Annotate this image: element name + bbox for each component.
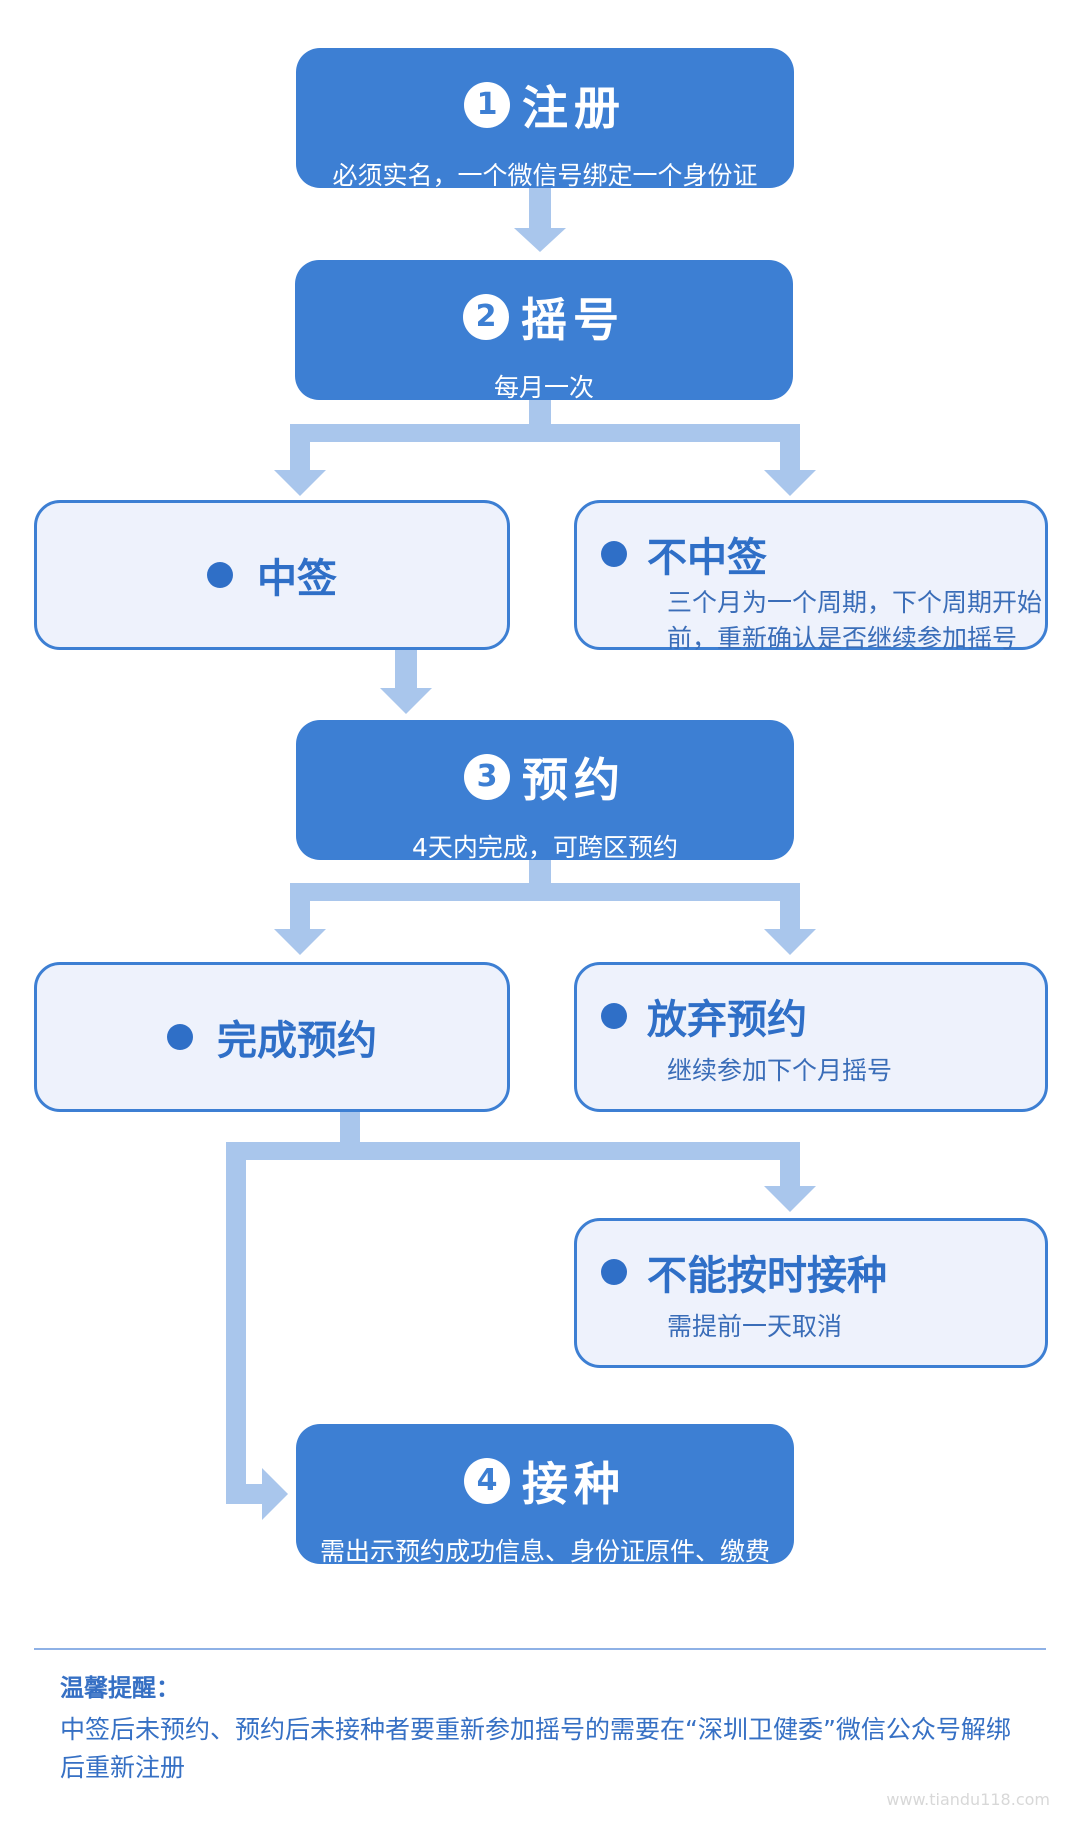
step-title: 预约 — [522, 753, 626, 807]
step-number-badge: 2 — [463, 294, 509, 340]
branch-not-won: 不中签 三个月为一个周期，下个周期开始前，重新确认是否继续参加摇号 — [574, 500, 1048, 653]
branch-title: 中签 — [257, 556, 337, 602]
step-description: 每月一次 — [493, 373, 594, 402]
arrowhead-3-right — [764, 929, 816, 955]
branch-booked: 完成预约 — [34, 962, 510, 1112]
bullet-dot — [601, 1259, 627, 1285]
branch-description: 继续参加下个月摇号 — [667, 1056, 893, 1085]
branch-gave-up: 放弃预约 继续参加下个月摇号 — [574, 962, 1048, 1112]
step-lottery: 2 摇号 每月一次 — [295, 260, 793, 402]
arrowhead-1-2 — [514, 228, 566, 252]
connector-3-right — [780, 883, 800, 933]
arrowhead-booked-to-4 — [262, 1468, 288, 1520]
connector-3-bar — [290, 883, 800, 901]
step-number-badge: 3 — [464, 754, 510, 800]
bullet-dot — [601, 541, 627, 567]
branch-description: 三个月为一个周期，下个周期开始前，重新确认是否继续参加摇号 — [667, 588, 1043, 653]
step-title: 注册 — [522, 81, 626, 135]
arrowhead-3-left — [274, 929, 326, 955]
step-title: 摇号 — [521, 293, 625, 347]
connector-2-left — [290, 424, 310, 474]
branch-title: 完成预约 — [217, 1018, 377, 1064]
bullet-dot — [167, 1024, 193, 1050]
arrowhead-2-left — [274, 470, 326, 496]
reminder-note: 温馨提醒： 中签后未预约、预约后未接种者要重新参加摇号的需要在“深圳卫健委”微信… — [60, 1668, 1020, 1787]
branch-description: 需提前一天取消 — [667, 1312, 843, 1341]
branch-won: 中签 — [34, 500, 510, 650]
connector-2-bar — [290, 424, 800, 442]
branch-title: 不能按时接种 — [647, 1253, 887, 1299]
connector-booked-bar — [226, 1142, 800, 1160]
branch-title: 放弃预约 — [647, 997, 807, 1043]
step-register: 1 注册 必须实名，一个微信号绑定一个身份证 — [296, 48, 794, 190]
reminder-title: 温馨提醒： — [60, 1674, 180, 1702]
step-title: 接种 — [522, 1457, 626, 1511]
arrowhead-2-right — [764, 470, 816, 496]
connector-booked-to-4 — [226, 1484, 262, 1504]
bullet-dot — [207, 562, 233, 588]
connector-1-2 — [529, 188, 551, 230]
step-number-badge: 1 — [464, 82, 510, 128]
bullet-dot — [601, 1003, 627, 1029]
divider-line — [34, 1648, 1046, 1650]
step-number-badge: 4 — [464, 1458, 510, 1504]
step-vaccination: 4 接种 需出示预约成功信息、身份证原件、缴费 — [296, 1424, 794, 1566]
connector-booked-down — [226, 1142, 246, 1504]
step-description: 4天内完成，可跨区预约 — [412, 833, 678, 862]
connector-booked-stem — [340, 1110, 360, 1152]
step-booking: 3 预约 4天内完成，可跨区预约 — [296, 720, 794, 862]
step-description: 必须实名，一个微信号绑定一个身份证 — [332, 161, 758, 190]
connector-booked-right — [780, 1142, 800, 1188]
reminder-text: 中签后未预约、预约后未接种者要重新参加摇号的需要在“深圳卫健委”微信公众号解绑后… — [60, 1715, 1011, 1782]
connector-won-3 — [395, 648, 417, 690]
watermark: www.tiandu118.com — [886, 1790, 1050, 1809]
connector-2-stem — [529, 398, 551, 432]
connector-2-right — [780, 424, 800, 474]
connector-3-stem — [529, 857, 551, 891]
branch-cannot-attend: 不能按时接种 需提前一天取消 — [574, 1218, 1048, 1368]
arrowhead-booked-right — [764, 1186, 816, 1212]
arrowhead-won-3 — [380, 688, 432, 714]
connector-3-left — [290, 883, 310, 933]
step-description: 需出示预约成功信息、身份证原件、缴费 — [319, 1537, 770, 1566]
branch-title: 不中签 — [647, 535, 767, 581]
